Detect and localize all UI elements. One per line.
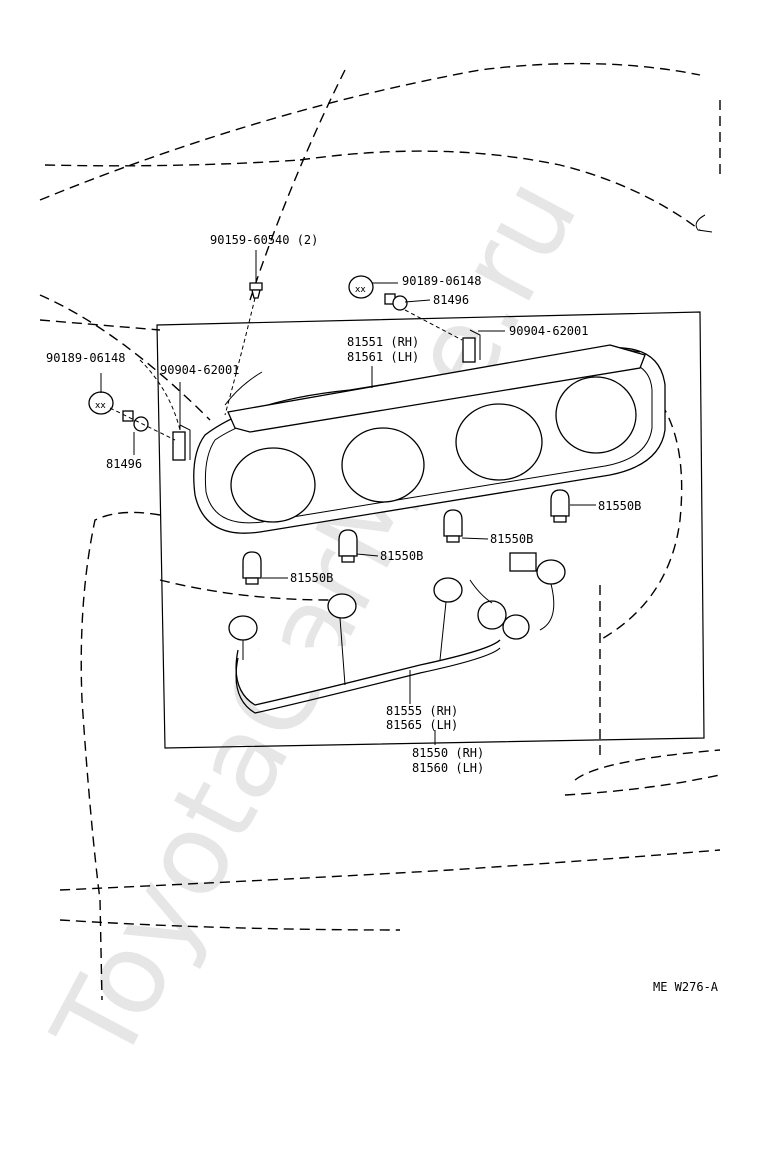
label-clip-right: 90904-62001 (509, 324, 588, 338)
label-socket-right: 81496 (433, 293, 469, 307)
label-assy-lh: 81560 (LH) (412, 761, 484, 775)
label-lens-lh: 81561 (LH) (347, 350, 419, 364)
leader-lines (100, 250, 596, 745)
svg-text:xx: xx (355, 285, 366, 295)
nut-icon: xx (88, 391, 114, 415)
socket-icon (384, 293, 408, 311)
bulb-icon (443, 509, 463, 543)
nut-icon: xx (348, 275, 374, 299)
clip-icon (172, 424, 191, 461)
label-assy-rh: 81550 (RH) (412, 746, 484, 760)
figure-code: ME W276-A (653, 980, 719, 994)
bulb-icon (338, 529, 358, 563)
svg-text:xx: xx (95, 401, 106, 411)
bulb-icon (550, 489, 570, 523)
label-bulb-4: 81550B (290, 571, 333, 585)
label-lens-rh: 81551 (RH) (347, 335, 419, 349)
part-labels: 90159-60540 (2) 90189-06148 81496 90904-… (46, 233, 719, 994)
label-wire-rh: 81555 (RH) (386, 704, 458, 718)
label-screw: 90159-60540 (2) (210, 233, 318, 247)
socket-icon (122, 410, 149, 432)
label-socket-left: 81496 (106, 457, 142, 471)
clip-icon (462, 329, 481, 363)
bulb-icon (242, 551, 262, 585)
label-nut-right: 90189-06148 (402, 274, 481, 288)
label-nut-left: 90189-06148 (46, 351, 125, 365)
label-bulb-3: 81550B (380, 549, 423, 563)
lamp-housing (193, 344, 666, 534)
label-wire-lh: 81565 (LH) (386, 718, 458, 732)
label-bulb-1: 81550B (598, 499, 641, 513)
label-bulb-2: 81550B (490, 532, 533, 546)
label-clip-left: 90904-62001 (160, 363, 239, 377)
assembly-boundary-box (156, 311, 705, 749)
wire-harness (228, 552, 566, 714)
vehicle-body-outline (39, 62, 721, 1001)
screw-icon (249, 282, 263, 299)
